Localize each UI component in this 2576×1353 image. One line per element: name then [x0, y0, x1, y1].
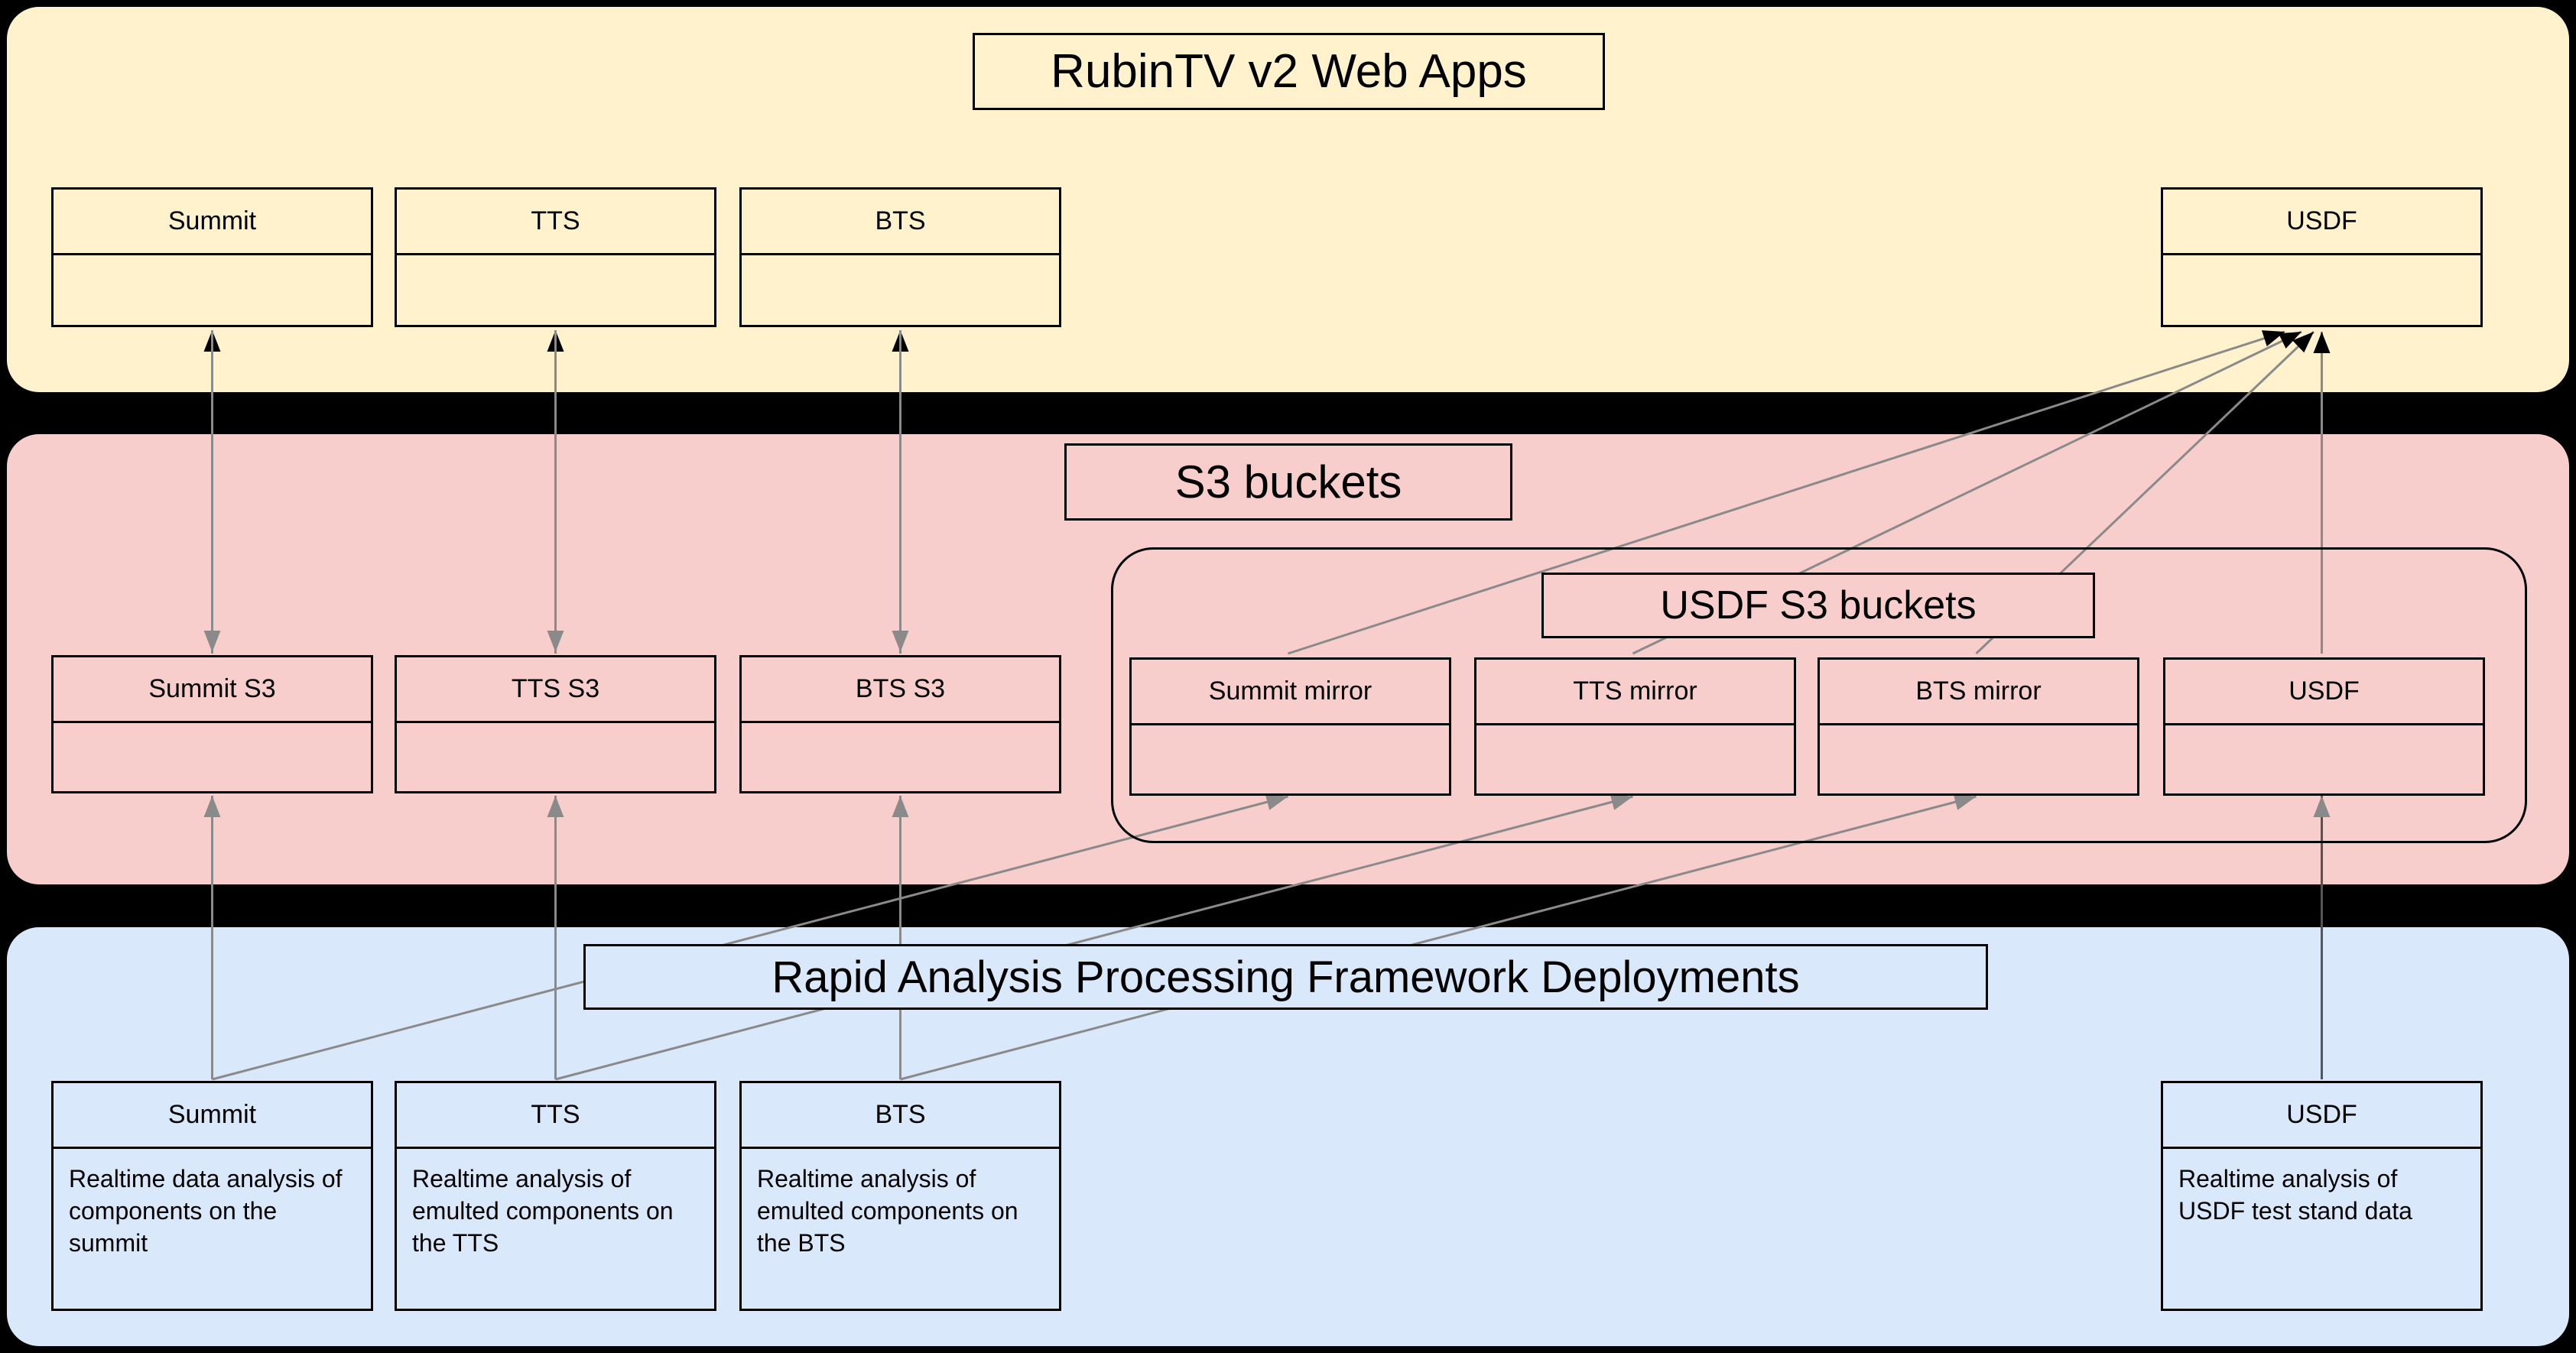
mirror-box-tts-body [1476, 725, 1794, 793]
s3-box-tts: TTS S3 [395, 655, 716, 793]
app-box-usdf: USDF [2161, 187, 2483, 327]
mirror-box-summit-label: Summit mirror [1132, 660, 1449, 725]
app-box-usdf-label: USDF [2163, 190, 2480, 255]
deploy-box-bts-label: BTS [742, 1083, 1059, 1149]
mirror-box-tts: TTS mirror [1474, 657, 1796, 796]
deploy-box-summit-description: Realtime data analysis of components on … [69, 1165, 343, 1257]
mirror-box-summit: Summit mirror [1129, 657, 1451, 796]
deploy-box-usdf-description: Realtime analysis of USDF test stand dat… [2178, 1165, 2412, 1225]
s3-box-summit-body [54, 723, 371, 791]
app-box-tts-label: TTS [397, 190, 714, 255]
app-box-summit: Summit [51, 187, 373, 327]
s3-box-bts: BTS S3 [739, 655, 1061, 793]
app-box-tts-body [397, 255, 714, 325]
deploy-box-tts-label: TTS [397, 1083, 714, 1149]
deploy-box-summit: Summit Realtime data analysis of compone… [51, 1081, 373, 1311]
s3-title: S3 buckets [1064, 443, 1512, 521]
app-box-tts: TTS [395, 187, 716, 327]
s3-box-tts-body [397, 723, 714, 791]
app-box-bts: BTS [739, 187, 1061, 327]
s3-box-summit-label: Summit S3 [54, 657, 371, 723]
usdf-bucket-box-label: USDF [2165, 660, 2483, 725]
mirror-box-bts-body [1820, 725, 2137, 793]
web-apps-title: RubinTV v2 Web Apps [973, 33, 1605, 110]
s3-box-summit: Summit S3 [51, 655, 373, 793]
s3-box-bts-label: BTS S3 [742, 657, 1059, 723]
mirror-box-summit-body [1132, 725, 1449, 793]
usdf-bucket-box: USDF [2163, 657, 2485, 796]
mirror-box-tts-label: TTS mirror [1476, 660, 1794, 725]
deploy-box-tts: TTS Realtime analysis of emulted compone… [395, 1081, 716, 1311]
deploy-box-summit-label: Summit [54, 1083, 371, 1149]
deploy-box-usdf: USDF Realtime analysis of USDF test stan… [2161, 1081, 2483, 1311]
app-box-usdf-body [2163, 255, 2480, 325]
deploy-box-bts-description: Realtime analysis of emulted components … [757, 1165, 1018, 1257]
app-box-summit-body [54, 255, 371, 325]
app-box-bts-label: BTS [742, 190, 1059, 255]
deployments-title: Rapid Analysis Processing Framework Depl… [583, 944, 1988, 1010]
deploy-box-usdf-label: USDF [2163, 1083, 2480, 1149]
app-box-bts-body [742, 255, 1059, 325]
usdf-s3-group-title: USDF S3 buckets [1541, 573, 2095, 638]
s3-box-tts-label: TTS S3 [397, 657, 714, 723]
mirror-box-bts: BTS mirror [1817, 657, 2139, 796]
usdf-bucket-box-body [2165, 725, 2483, 793]
deploy-box-tts-description: Realtime analysis of emulted components … [412, 1165, 674, 1257]
mirror-box-bts-label: BTS mirror [1820, 660, 2137, 725]
deploy-box-bts: BTS Realtime analysis of emulted compone… [739, 1081, 1061, 1311]
s3-box-bts-body [742, 723, 1059, 791]
usdf-s3-group: USDF S3 buckets Summit mirror TTS mirror… [1111, 547, 2527, 843]
app-box-summit-label: Summit [54, 190, 371, 255]
